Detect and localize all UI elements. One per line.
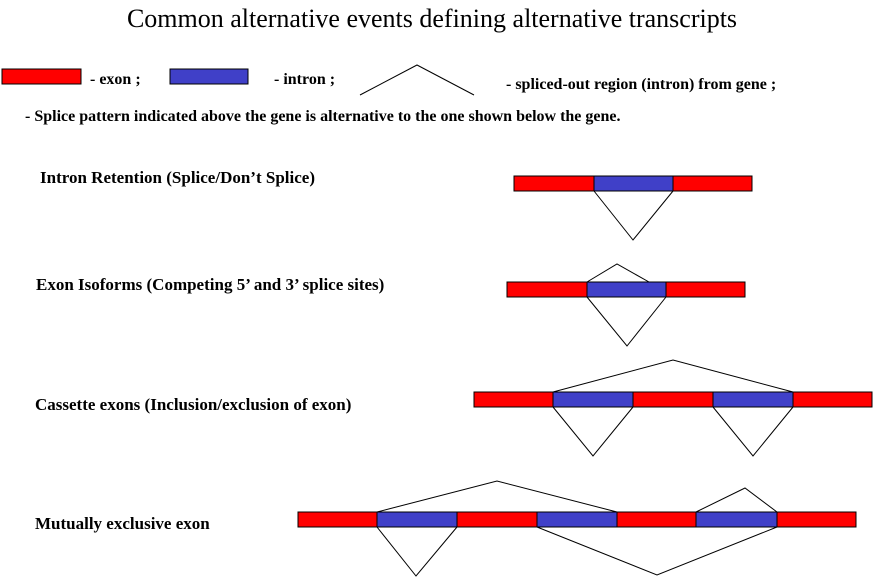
legend-exon-swatch bbox=[1, 68, 82, 85]
event-label: Exon Isoforms (Competing 5’ and 3’ splic… bbox=[36, 275, 384, 294]
event-label: Cassette exons (Inclusion/exclusion of e… bbox=[35, 395, 351, 414]
exon-block bbox=[506, 281, 588, 298]
exon-block bbox=[513, 175, 595, 192]
intron-block bbox=[552, 391, 634, 408]
legend-spliced-label: - spliced-out region (intron) from gene … bbox=[506, 76, 776, 93]
intron-block bbox=[712, 391, 794, 408]
splice-above bbox=[376, 480, 618, 513]
event-label: Mutually exclusive exon bbox=[35, 514, 210, 533]
diagram-title: Common alternative events defining alter… bbox=[127, 4, 737, 33]
exon-block bbox=[792, 391, 873, 408]
intron-block bbox=[586, 281, 667, 298]
splice-below bbox=[552, 406, 634, 457]
intron-block bbox=[376, 511, 458, 528]
exon-block bbox=[776, 511, 857, 528]
legend-intron-label: - intron ; bbox=[274, 71, 335, 88]
legend-intron-swatch bbox=[169, 68, 249, 85]
exon-block bbox=[473, 391, 554, 408]
intron-block bbox=[593, 175, 674, 192]
legend-splice-caret bbox=[359, 64, 475, 96]
intron-block bbox=[536, 511, 618, 528]
exon-block bbox=[632, 391, 714, 408]
splice-below bbox=[376, 526, 458, 577]
splice-below bbox=[712, 406, 794, 457]
splice-above bbox=[695, 487, 778, 513]
exon-block bbox=[616, 511, 697, 528]
splice-below bbox=[586, 296, 667, 347]
event-label: Intron Retention (Splice/Don’t Splice) bbox=[40, 168, 315, 187]
splice-below bbox=[593, 190, 674, 241]
splice-above bbox=[552, 359, 794, 393]
event-intron-retention: Intron Retention (Splice/Don’t Splice) bbox=[40, 168, 753, 241]
exon-block bbox=[297, 511, 378, 528]
intron-block bbox=[695, 511, 778, 528]
event-mutually-exclusive-exon: Mutually exclusive exon bbox=[35, 480, 857, 577]
legend-exon-label: - exon ; bbox=[90, 71, 141, 88]
legend-note: - Splice pattern indicated above the gen… bbox=[25, 108, 621, 125]
exon-block bbox=[672, 175, 753, 192]
splice-below bbox=[536, 526, 778, 576]
legend: - exon ; - intron ; - spliced-out region… bbox=[1, 64, 776, 125]
splice-above bbox=[586, 263, 650, 283]
exon-block bbox=[456, 511, 538, 528]
event-exon-isoforms: Exon Isoforms (Competing 5’ and 3’ splic… bbox=[36, 263, 746, 347]
exon-block bbox=[665, 281, 746, 298]
event-cassette-exons: Cassette exons (Inclusion/exclusion of e… bbox=[35, 359, 873, 457]
